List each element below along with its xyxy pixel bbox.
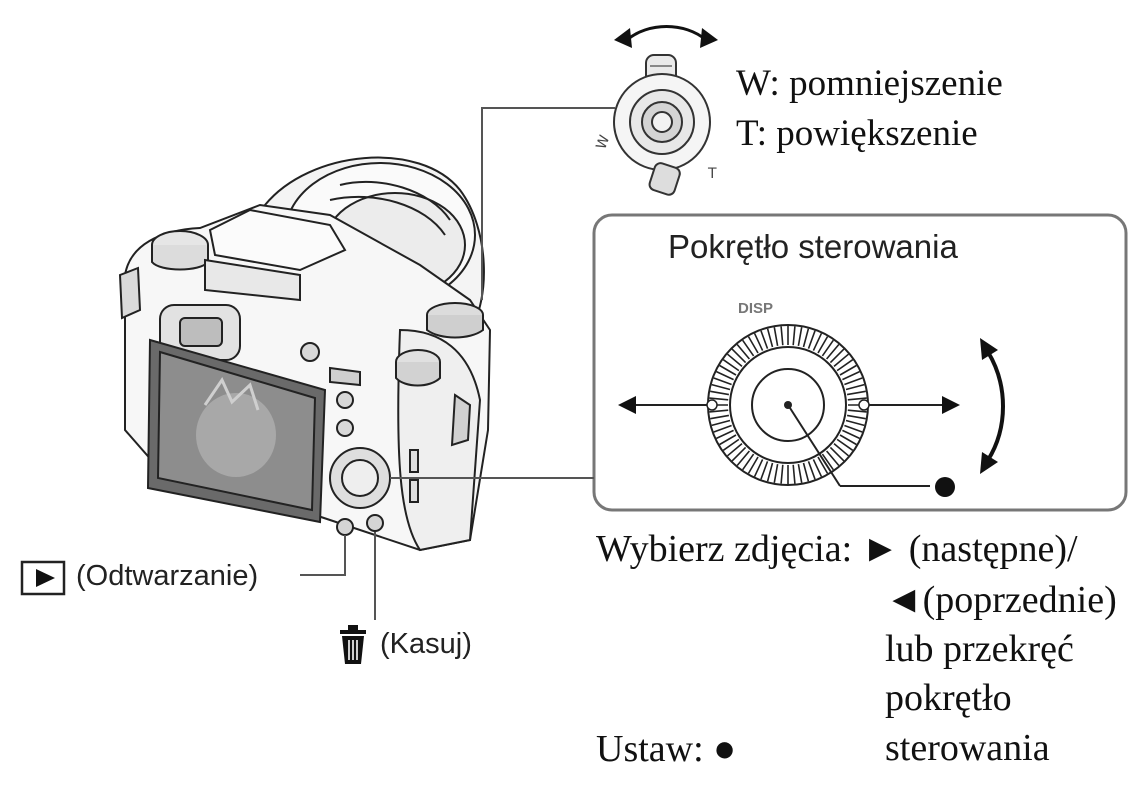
disp-label: DISP <box>738 300 774 317</box>
camera-illustration <box>118 156 492 552</box>
right-arrow-icon <box>869 396 960 414</box>
left-arrow-icon <box>618 396 707 414</box>
select-photos-line1: Wybierz zdjęcia: ► (następne)/ <box>596 528 1078 570</box>
control-dial-title: Pokrętło sterowania <box>668 228 958 265</box>
trash-icon[interactable] <box>340 625 366 664</box>
playback-label: (Odtwarzanie) <box>76 560 259 592</box>
center-dot-icon <box>935 477 955 497</box>
control-wheel-icon <box>706 324 870 486</box>
zoom-t-label: T: powiększenie <box>736 113 978 154</box>
select-photos-line4: pokrętło <box>885 677 1012 719</box>
playback-icon[interactable] <box>20 560 66 596</box>
center-pointer-line <box>789 407 841 487</box>
select-photos-line2: ◄(poprzednie) <box>885 579 1117 621</box>
dial-rotation-arrow-icon <box>980 338 1005 474</box>
zoom-w-label: W: pomniejszenie <box>736 63 1003 104</box>
select-photos-line5: sterowania <box>885 727 1050 769</box>
svg-text:T: T <box>707 166 717 182</box>
zoom-callout-line <box>481 107 615 300</box>
delete-label: (Kasuj) <box>380 628 472 660</box>
set-label: Ustaw: ● <box>596 728 737 770</box>
playback-callout-line <box>300 535 346 576</box>
select-photos-line3: lub przekręć <box>885 628 1074 670</box>
rotation-arrow-icon <box>614 25 718 48</box>
svg-text:W: W <box>594 133 614 152</box>
zoom-lever-icon: W T <box>594 54 717 196</box>
